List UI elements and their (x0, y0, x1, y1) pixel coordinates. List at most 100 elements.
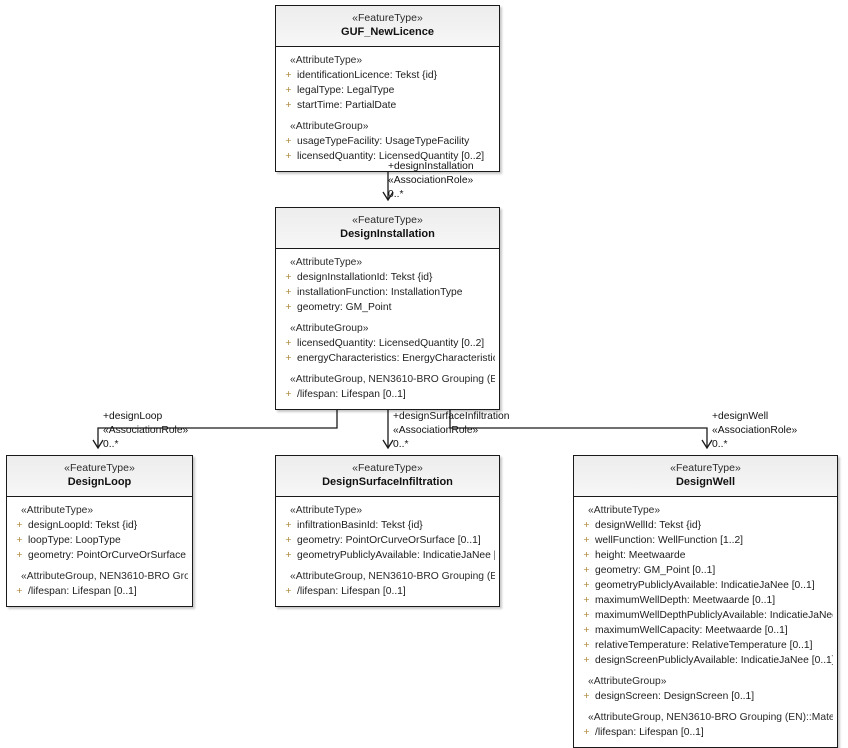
attribute-row[interactable]: + height: Meetwaarde (578, 548, 833, 563)
attribute-row[interactable]: + designScreen: DesignScreen [0..1] (578, 689, 833, 704)
attribute-text: maximumWellDepth: Meetwaarde [0..1] (595, 595, 776, 606)
visibility-marker: + (583, 624, 590, 636)
attribute-row[interactable]: + legalType: LegalType (280, 83, 495, 98)
attribute-row[interactable]: + designWellId: Tekst {id} (578, 518, 833, 533)
attribute-text: infiltrationBasinId: Tekst {id} (297, 520, 423, 531)
attribute-text: geometryPubliclyAvailable: IndicatieJaNe… (595, 580, 815, 591)
attribute-row[interactable]: + wellFunction: WellFunction [1..2] (578, 533, 833, 548)
attribute-row[interactable]: + installationFunction: InstallationType (280, 285, 495, 300)
attribute-text: designScreenPubliclyAvailable: Indicatie… (595, 655, 833, 666)
class-box-designloop[interactable]: «FeatureType» DesignLoop «AttributeType»… (6, 455, 193, 607)
association-multiplicity: 0..* (388, 189, 404, 200)
attribute-row[interactable]: + designInstallationId: Tekst {id} (280, 270, 495, 285)
visibility-marker: + (583, 549, 590, 561)
class-box-guf-newlicence[interactable]: «FeatureType» GUF_NewLicence «AttributeT… (275, 5, 500, 172)
attribute-row[interactable]: + licensedQuantity: LicensedQuantity [0.… (280, 336, 495, 351)
attribute-text: usageTypeFacility: UsageTypeFacility (297, 136, 470, 147)
visibility-marker: + (285, 585, 292, 597)
attribute-group-label: «AttributeType» (290, 55, 363, 66)
attribute-row[interactable]: + /lifespan: Lifespan [0..1] (11, 584, 188, 599)
visibility-marker: + (285, 286, 292, 298)
uml-diagram-canvas: «FeatureType» GUF_NewLicence «AttributeT… (6, 5, 838, 748)
visibility-marker: + (285, 69, 292, 81)
visibility-marker: + (583, 594, 590, 606)
class-title: DesignInstallation (340, 228, 435, 240)
attribute-group-label: «AttributeType» (21, 505, 94, 516)
attribute-row[interactable]: + energyCharacteristics: EnergyCharacter… (280, 351, 495, 366)
class-body: «AttributeType» + designWellId: Tekst {i… (574, 497, 837, 747)
attribute-row[interactable]: + maximumWellCapacity: Meetwaarde [0..1] (578, 623, 833, 638)
attribute-row[interactable]: + designScreenPubliclyAvailable: Indicat… (578, 653, 833, 668)
attribute-row[interactable]: + relativeTemperature: RelativeTemperatu… (578, 638, 833, 653)
association-role-name: +designSurfaceInfiltration (393, 411, 510, 422)
class-title: DesignWell (675, 476, 736, 488)
visibility-marker: + (285, 337, 292, 349)
attribute-row[interactable]: + geometry: PointOrCurveOrSurface [0..1] (280, 533, 495, 548)
class-header: «FeatureType» GUF_NewLicence (276, 6, 499, 47)
visibility-marker: + (285, 534, 292, 546)
attribute-row[interactable]: + geometry: GM_Point (280, 300, 495, 315)
class-title: DesignLoop (67, 476, 132, 488)
attribute-row[interactable]: + /lifespan: Lifespan [0..1] (578, 725, 833, 740)
class-header: «FeatureType» DesignInstallation (276, 208, 499, 249)
visibility-marker: + (583, 690, 590, 702)
visibility-marker: + (583, 609, 590, 621)
class-body: «AttributeType» + designLoopId: Tekst {i… (7, 497, 192, 606)
association-stereotype: «AssociationRole» (388, 175, 474, 186)
association-label-designloop: +designLoop «AssociationRole» 0..* (103, 410, 188, 452)
visibility-marker: + (285, 352, 292, 364)
class-stereotype: «FeatureType» (352, 462, 423, 474)
attribute-row[interactable]: + usageTypeFacility: UsageTypeFacility (280, 134, 495, 149)
attribute-text: /lifespan: Lifespan [0..1] (595, 727, 704, 738)
class-stereotype: «FeatureType» (670, 462, 741, 474)
attribute-row[interactable]: + loopType: LoopType (11, 533, 188, 548)
visibility-marker: + (583, 579, 590, 591)
attribute-row[interactable]: + /lifespan: Lifespan [0..1] (280, 387, 495, 402)
attribute-text: designInstallationId: Tekst {id} (297, 272, 433, 283)
association-stereotype: «AssociationRole» (712, 425, 798, 436)
class-box-designsurfaceinfiltration[interactable]: «FeatureType» DesignSurfaceInfiltration … (275, 455, 500, 607)
visibility-marker: + (583, 654, 590, 666)
attribute-row[interactable]: + geometry: PointOrCurveOrSurface [0..1] (11, 548, 188, 563)
attribute-row[interactable]: + identificationLicence: Tekst {id} (280, 68, 495, 83)
class-body: «AttributeType» + identificationLicence:… (276, 47, 499, 171)
class-body: «AttributeType» + designInstallationId: … (276, 249, 499, 409)
class-header: «FeatureType» DesignLoop (7, 456, 192, 497)
attribute-row[interactable]: + maximumWellDepth: Meetwaarde [0..1] (578, 593, 833, 608)
attribute-row[interactable]: + /lifespan: Lifespan [0..1] (280, 584, 495, 599)
visibility-marker: + (583, 639, 590, 651)
attribute-row[interactable]: + maximumWellDepthPubliclyAvailable: Ind… (578, 608, 833, 623)
attribute-text: licensedQuantity: LicensedQuantity [0..2… (297, 151, 485, 162)
association-label-designwell: +designWell «AssociationRole» 0..* (712, 410, 797, 452)
class-box-designwell[interactable]: «FeatureType» DesignWell «AttributeType»… (573, 455, 838, 748)
class-box-designinstallation[interactable]: «FeatureType» DesignInstallation «Attrib… (275, 207, 500, 410)
class-header: «FeatureType» DesignSurfaceInfiltration (276, 456, 499, 497)
attribute-text: licensedQuantity: LicensedQuantity [0..2… (297, 338, 485, 349)
attribute-text: maximumWellDepthPubliclyAvailable: Indic… (595, 610, 833, 621)
attribute-text: /lifespan: Lifespan [0..1] (297, 586, 406, 597)
attribute-group-label: «AttributeType» (290, 257, 363, 268)
class-title: GUF_NewLicence (341, 26, 434, 38)
attribute-row[interactable]: + startTime: PartialDate (280, 98, 495, 113)
attribute-text: height: Meetwaarde (595, 550, 686, 561)
attribute-text: relativeTemperature: RelativeTemperature… (595, 640, 813, 651)
attribute-row[interactable]: + geometryPubliclyAvailable: IndicatieJa… (578, 578, 833, 593)
visibility-marker: + (16, 585, 23, 597)
attribute-row[interactable]: + geometry: GM_Point [0..1] (578, 563, 833, 578)
attribute-group-label: «AttributeGroup, NEN3610-BRO Groupin... (21, 571, 188, 582)
attribute-text: geometry: PointOrCurveOrSurface [0..1] (297, 535, 481, 546)
association-label-designinstallation: +designInstallation «AssociationRole» 0.… (388, 160, 474, 202)
class-body: «AttributeType» + infiltrationBasinId: T… (276, 497, 499, 606)
visibility-marker: + (16, 534, 23, 546)
visibility-marker: + (285, 388, 292, 400)
attribute-row[interactable]: + infiltrationBasinId: Tekst {id} (280, 518, 495, 533)
attribute-row[interactable]: + geometryPubliclyAvailable: IndicatieJa… (280, 548, 495, 563)
association-role-name: +designLoop (103, 411, 163, 422)
attribute-row[interactable]: + designLoopId: Tekst {id} (11, 518, 188, 533)
association-role-name: +designWell (712, 411, 769, 422)
visibility-marker: + (285, 519, 292, 531)
attribute-row[interactable]: + licensedQuantity: LicensedQuantity [0.… (280, 149, 495, 164)
attribute-text: geometry: GM_Point (297, 302, 392, 313)
visibility-marker: + (285, 99, 292, 111)
attribute-text: wellFunction: WellFunction [1..2] (595, 535, 744, 546)
